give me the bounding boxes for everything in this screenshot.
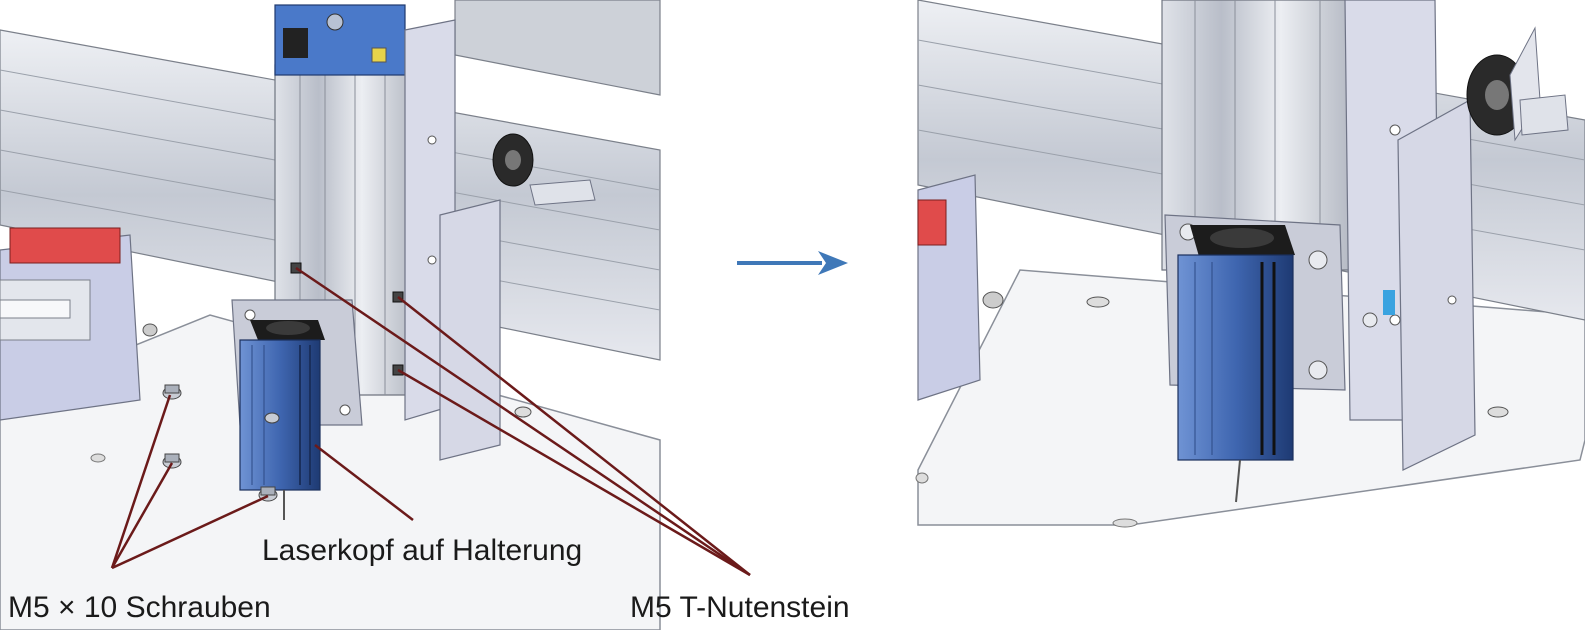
right-view	[915, 0, 1585, 528]
red-part-right	[917, 199, 947, 246]
screw-4	[264, 412, 280, 424]
leader-laser	[314, 444, 414, 521]
label-screws: M5 × 10 Schrauben	[8, 591, 271, 624]
screw-2	[162, 453, 182, 469]
leader-lines	[110, 266, 751, 577]
left-view	[0, 0, 661, 631]
leader-tnut-1	[295, 266, 751, 577]
label-t-nut: M5 T-Nutenstein	[630, 591, 850, 624]
laser-head-right	[1177, 225, 1295, 503]
leader-screw-3	[111, 494, 269, 570]
screw-1	[162, 384, 182, 400]
red-part	[9, 227, 121, 264]
leader-tnut-3	[397, 368, 751, 577]
arrow-right-icon	[737, 251, 848, 275]
top-beam	[454, 0, 661, 96]
leader-screw-1	[110, 394, 172, 569]
side-plate-right	[439, 199, 501, 461]
leader-screw-2	[110, 462, 174, 569]
leader-tnut-2	[397, 296, 751, 576]
side-plate-right-2	[1397, 98, 1476, 471]
laser-head-left	[239, 320, 325, 520]
label-laser-head: Laserkopf auf Halterung	[262, 534, 583, 567]
